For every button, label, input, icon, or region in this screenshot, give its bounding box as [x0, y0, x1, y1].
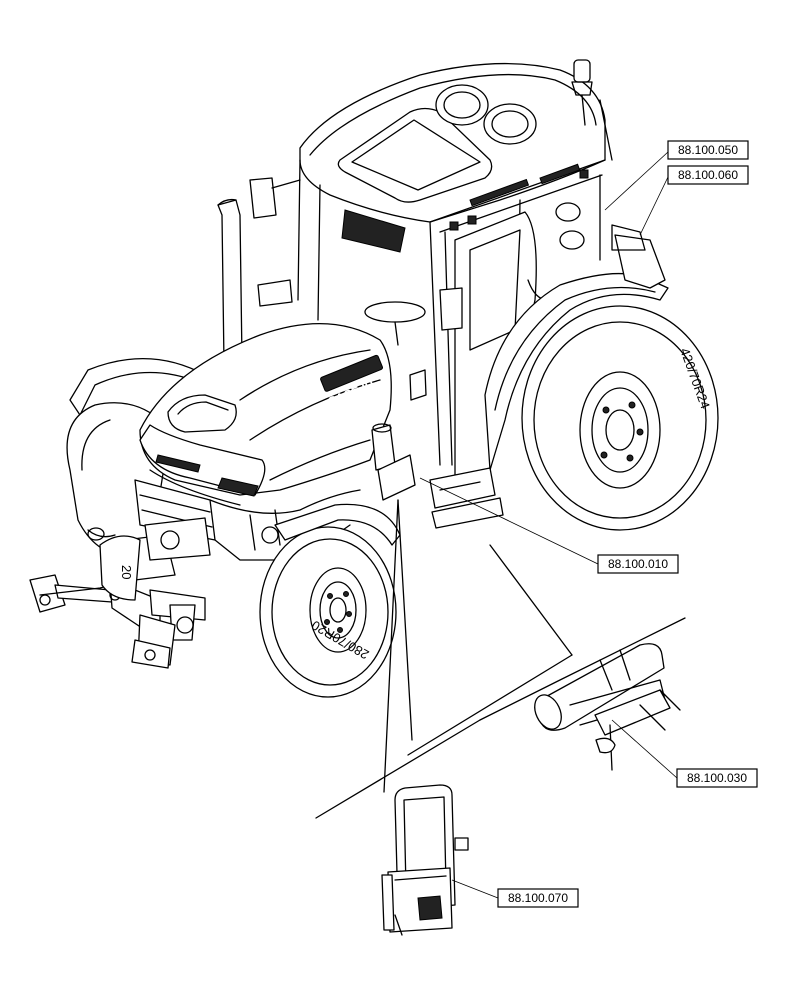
- left-mirror: [249, 177, 301, 219]
- cab-steps: [429, 467, 504, 529]
- callout-88-100-050[interactable]: 88.100.050: [667, 140, 749, 160]
- front-right-wheel: 280/70R20: [259, 526, 397, 698]
- right-mirror: [439, 287, 463, 331]
- hood: CASE IH: [134, 323, 392, 541]
- svg-text:88.100.030: 88.100.030: [687, 771, 747, 785]
- svg-text:88.100.050: 88.100.050: [678, 143, 738, 157]
- front-linkage: [29, 517, 211, 669]
- front-left-wheel: 20: [99, 535, 141, 601]
- tanks: [371, 369, 427, 501]
- svg-text:88.100.010: 88.100.010: [608, 557, 668, 571]
- svg-text:88.100.070: 88.100.070: [508, 891, 568, 905]
- callout-88-100-070[interactable]: 88.100.070: [497, 888, 579, 908]
- svg-text:20: 20: [119, 565, 134, 579]
- document-holder: [381, 784, 469, 936]
- tool-roll-assembly: [534, 643, 681, 771]
- section-dividers: [315, 499, 686, 819]
- cab: [249, 59, 613, 481]
- beacon-light: [571, 59, 593, 126]
- callout-88-100-060[interactable]: 88.100.060: [667, 165, 749, 185]
- callout-88-100-030[interactable]: 88.100.030: [676, 768, 758, 788]
- right-rear-wheel: 420/70R24: [521, 305, 719, 531]
- roof-grille: [449, 163, 589, 231]
- callout-88-100-010[interactable]: 88.100.010: [597, 554, 679, 574]
- right-rear-fender: [484, 224, 669, 471]
- callout-leaders: [419, 151, 678, 899]
- svg-text:88.100.060: 88.100.060: [678, 168, 738, 182]
- exhaust-pipe: [217, 198, 243, 365]
